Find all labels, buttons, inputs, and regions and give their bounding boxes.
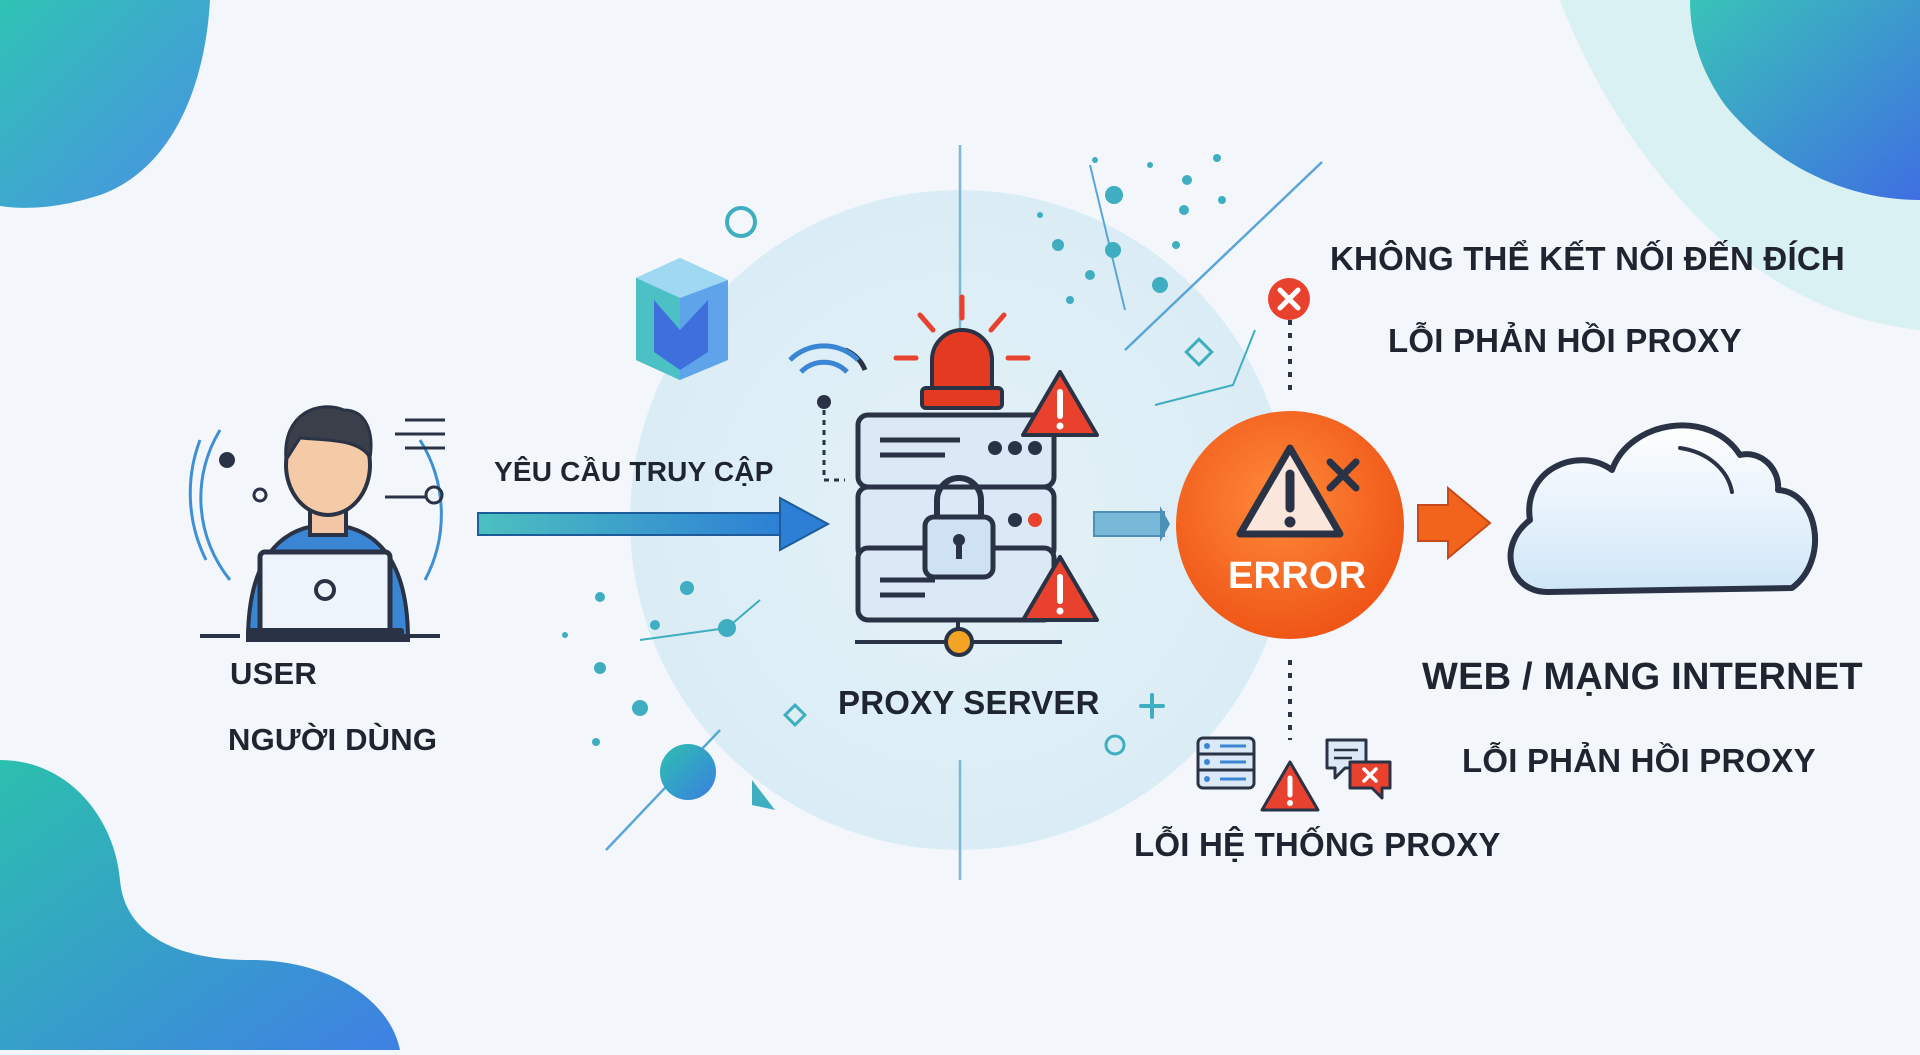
- error-badge-label: ERROR: [1228, 555, 1367, 597]
- request-label: YÊU CẦU TRUY CẬP: [494, 456, 774, 487]
- decor-plus: [1139, 693, 1165, 719]
- proxy-response-error-bottom-label: LỖI PHẢN HỒI PROXY: [1462, 742, 1816, 779]
- proxy-system-error-label: LỖI HỆ THỐNG PROXY: [1134, 826, 1501, 863]
- decor-network-line: [639, 599, 761, 641]
- proxy-response-error-top-label: LỖI PHẢN HỒI PROXY: [1388, 322, 1742, 359]
- web-internet-label: WEB / MẠNG INTERNET: [1422, 656, 1863, 698]
- warning-triangle-icon: [1021, 555, 1099, 622]
- user-at-laptop-icon: [188, 405, 446, 642]
- decor-diamond: [1184, 337, 1214, 367]
- user-label-vi: NGƯỜI DÙNG: [228, 722, 438, 757]
- decor-diagonal-line: [1124, 161, 1323, 351]
- decor-ring: [1104, 734, 1126, 756]
- corner-blob-top-left: [0, 0, 210, 208]
- request-arrow: [477, 496, 831, 552]
- decor-network-line: [1154, 329, 1256, 406]
- server-to-error-arrow: [1093, 506, 1170, 542]
- corner-blob-bottom-left: [0, 760, 400, 1050]
- chat-error-icon: [1325, 738, 1392, 800]
- wifi-icon: [788, 343, 860, 362]
- cube-logo: [636, 258, 728, 380]
- warning-triangle-icon: [1021, 370, 1099, 437]
- error-circle-icon: [1176, 411, 1404, 639]
- red-siren-icon: [893, 294, 1031, 410]
- decor-diagonal-line: [1089, 164, 1126, 311]
- server-rack-lock-icon: [788, 343, 1062, 657]
- corner-blob-top-right: [1690, 0, 1920, 200]
- decor-dots-top: [1037, 154, 1226, 304]
- cloud-icon: [1507, 422, 1818, 595]
- server-list-icon: [1196, 736, 1256, 790]
- proxy-server-label: PROXY SERVER: [838, 684, 1100, 721]
- decor-triangle: [752, 780, 775, 810]
- decor-orb: [660, 744, 716, 800]
- decor-diamond: [782, 702, 808, 728]
- close-x-icon: [1268, 278, 1310, 320]
- cannot-connect-label: KHÔNG THỂ KẾT NỐI ĐẾN ĐÍCH: [1330, 240, 1845, 277]
- user-label: USER: [230, 656, 317, 691]
- decor-ring: [725, 206, 757, 238]
- warning-triangle-icon: [1260, 760, 1320, 812]
- error-to-cloud-arrow: [1417, 485, 1492, 561]
